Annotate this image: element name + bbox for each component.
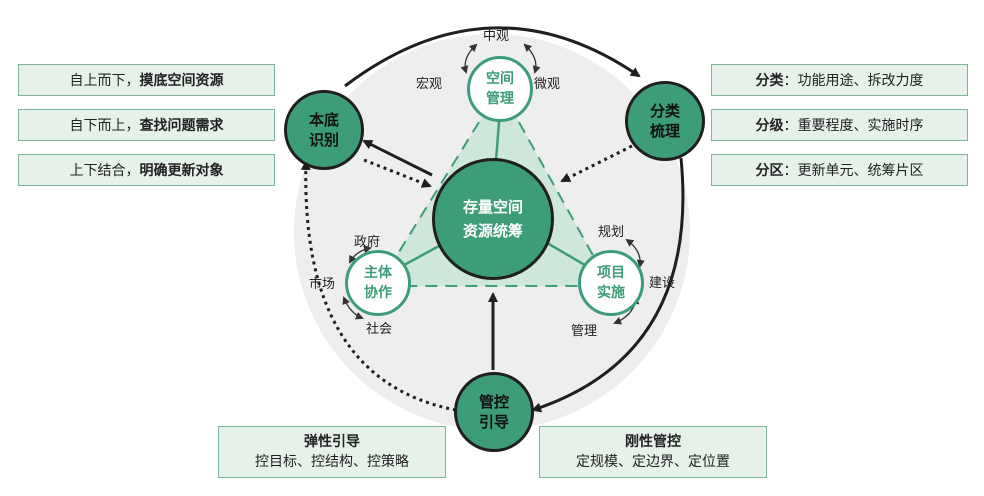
inner-left-line1: 主体 (364, 265, 392, 281)
right-box-3-bold: 分区 (755, 163, 784, 179)
bottom-box-right-text: 定规模、定边界、定位置 (576, 454, 730, 470)
label-government: 政府 (354, 235, 381, 250)
arrow-left-node-to-center (363, 158, 432, 188)
label-society: 社会 (366, 322, 393, 337)
node-right-line2: 梳理 (649, 122, 680, 140)
arrow-right-node-to-center (560, 144, 633, 183)
right-box-1-normal: ：功能用途、拆改力度 (783, 73, 924, 89)
node-left-line1: 本底 (308, 111, 339, 129)
left-box-3-bold: 明确更新对象 (139, 163, 224, 179)
inner-top-line2: 管理 (486, 91, 514, 107)
curve-arrow-left-top (349, 245, 372, 264)
spoke-right (541, 238, 591, 270)
right-box-3-normal: ：更新单元、统筹片区 (783, 163, 924, 179)
left-box-1-normal: 自上而下， (69, 73, 140, 89)
bottom-box-right: 刚性管控 定规模、定边界、定位置 (539, 426, 767, 478)
bottom-box-left-text: 控目标、控结构、控策略 (255, 454, 409, 470)
inner-left-line2: 协作 (364, 285, 392, 301)
node-bottom-line1: 管控 (478, 393, 509, 411)
right-box-2-normal: ：重要程度、实施时序 (783, 118, 924, 134)
left-box-3-normal: 上下结合， (69, 163, 140, 179)
node-bottom-line2: 引导 (478, 413, 509, 431)
inner-node-collaboration: 主体 协作 (345, 250, 411, 316)
right-box-2: 分级：重要程度、实施时序 (711, 109, 968, 141)
curve-arrow-right-top (625, 238, 645, 268)
label-micro: 微观 (534, 77, 561, 92)
right-box-3: 分区：更新单元、统筹片区 (711, 154, 968, 186)
center-line1: 存量空间 (462, 198, 523, 216)
label-macro: 宏观 (416, 77, 443, 92)
arrow-center-to-left-node (362, 139, 433, 177)
node-baseline-identification: 本底 识别 (284, 90, 364, 170)
right-box-1: 分类：功能用途、拆改力度 (711, 64, 968, 96)
arc-right-to-bottom (531, 157, 685, 413)
curve-arrow-left-bottom (342, 296, 364, 320)
center-node: 存量空间 资源统筹 (432, 158, 554, 280)
inner-node-project-implementation: 项目 实施 (578, 250, 644, 316)
bottom-box-right-title: 刚性管控 (625, 434, 681, 450)
label-planning: 规划 (598, 225, 625, 240)
bottom-box-left-title: 弹性引导 (304, 434, 360, 450)
node-classification: 分类 梳理 (625, 81, 705, 161)
inner-right-line1: 项目 (597, 265, 625, 281)
left-box-1-bold: 摸底空间资源 (139, 73, 224, 89)
label-meso: 中观 (483, 29, 510, 44)
curve-arrow-top-left (460, 43, 478, 74)
inner-right-line2: 实施 (597, 285, 625, 301)
left-box-3: 上下结合，明确更新对象 (18, 154, 275, 186)
curve-arrow-top-right (523, 43, 541, 74)
node-control-guidance: 管控 引导 (454, 372, 534, 452)
left-box-2-bold: 查找问题需求 (139, 118, 224, 134)
label-management: 管理 (571, 324, 598, 339)
node-right-line1: 分类 (649, 102, 680, 120)
center-line2: 资源统筹 (462, 222, 523, 240)
right-box-2-bold: 分级 (755, 118, 784, 134)
left-box-2: 自下而上，查找问题需求 (18, 109, 275, 141)
left-box-2-normal: 自下而上， (69, 118, 140, 134)
arc-left-to-right (344, 26, 641, 88)
triangle-outline (376, 86, 612, 287)
right-box-1-bold: 分类 (755, 73, 784, 89)
label-construction: 建设 (649, 276, 676, 291)
node-left-line2: 识别 (308, 131, 339, 149)
left-box-1: 自上而下，摸底空间资源 (18, 64, 275, 96)
label-market: 市场 (309, 277, 336, 292)
inner-top-line1: 空间 (486, 71, 514, 87)
bottom-box-left: 弹性引导 控目标、控结构、控策略 (218, 426, 446, 478)
inner-node-space-management: 空间 管理 (467, 56, 533, 122)
